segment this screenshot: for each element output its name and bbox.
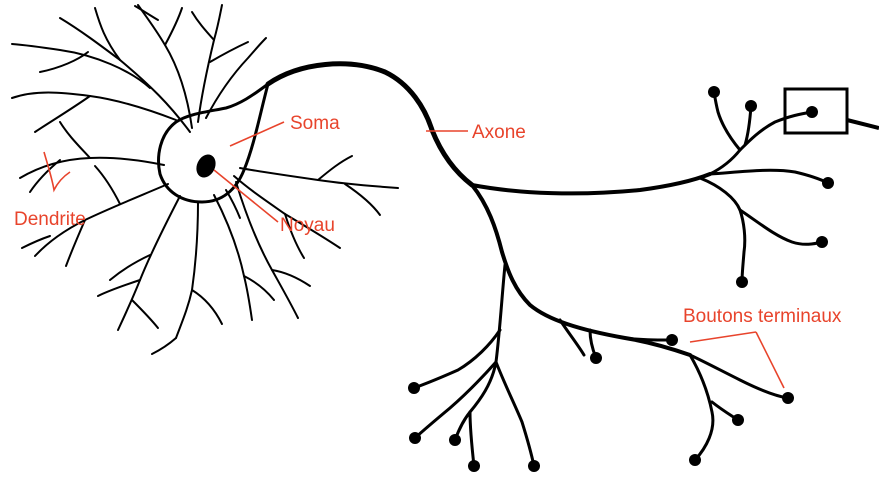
terminal-button bbox=[816, 236, 828, 248]
terminal-button bbox=[408, 382, 420, 394]
terminals-label: Boutons terminaux bbox=[683, 306, 842, 327]
terminal-button bbox=[590, 352, 602, 364]
upper-terminal-branches bbox=[700, 92, 828, 282]
terminals-leader-line-right bbox=[756, 332, 784, 388]
terminal-button bbox=[732, 414, 744, 426]
lower-terminal-branches bbox=[414, 265, 788, 466]
nucleus-label: Noyau bbox=[280, 215, 335, 236]
terminal-button bbox=[689, 454, 701, 466]
terminal-button bbox=[736, 276, 748, 288]
terminal-button bbox=[468, 460, 480, 472]
soma-label: Soma bbox=[290, 113, 340, 134]
zoom-pointer-line bbox=[847, 120, 879, 128]
dendrite-label: Dendrite bbox=[14, 209, 86, 230]
terminal-buttons bbox=[408, 86, 834, 472]
terminal-button bbox=[806, 106, 818, 118]
labels: Soma Axone Dendrite Noyau Boutons termin… bbox=[14, 113, 842, 327]
terminal-button bbox=[822, 177, 834, 189]
axon bbox=[268, 64, 710, 355]
terminal-button bbox=[449, 434, 461, 446]
terminal-button bbox=[708, 86, 720, 98]
dendrites bbox=[12, 5, 398, 354]
terminal-button bbox=[745, 100, 757, 112]
axon-label: Axone bbox=[472, 122, 526, 143]
soma bbox=[159, 84, 268, 202]
terminal-button bbox=[782, 392, 794, 404]
terminal-button bbox=[666, 334, 678, 346]
terminals-leader-line-left bbox=[690, 332, 756, 342]
terminal-button bbox=[409, 432, 421, 444]
nucleus bbox=[193, 151, 219, 180]
terminal-button bbox=[528, 460, 540, 472]
